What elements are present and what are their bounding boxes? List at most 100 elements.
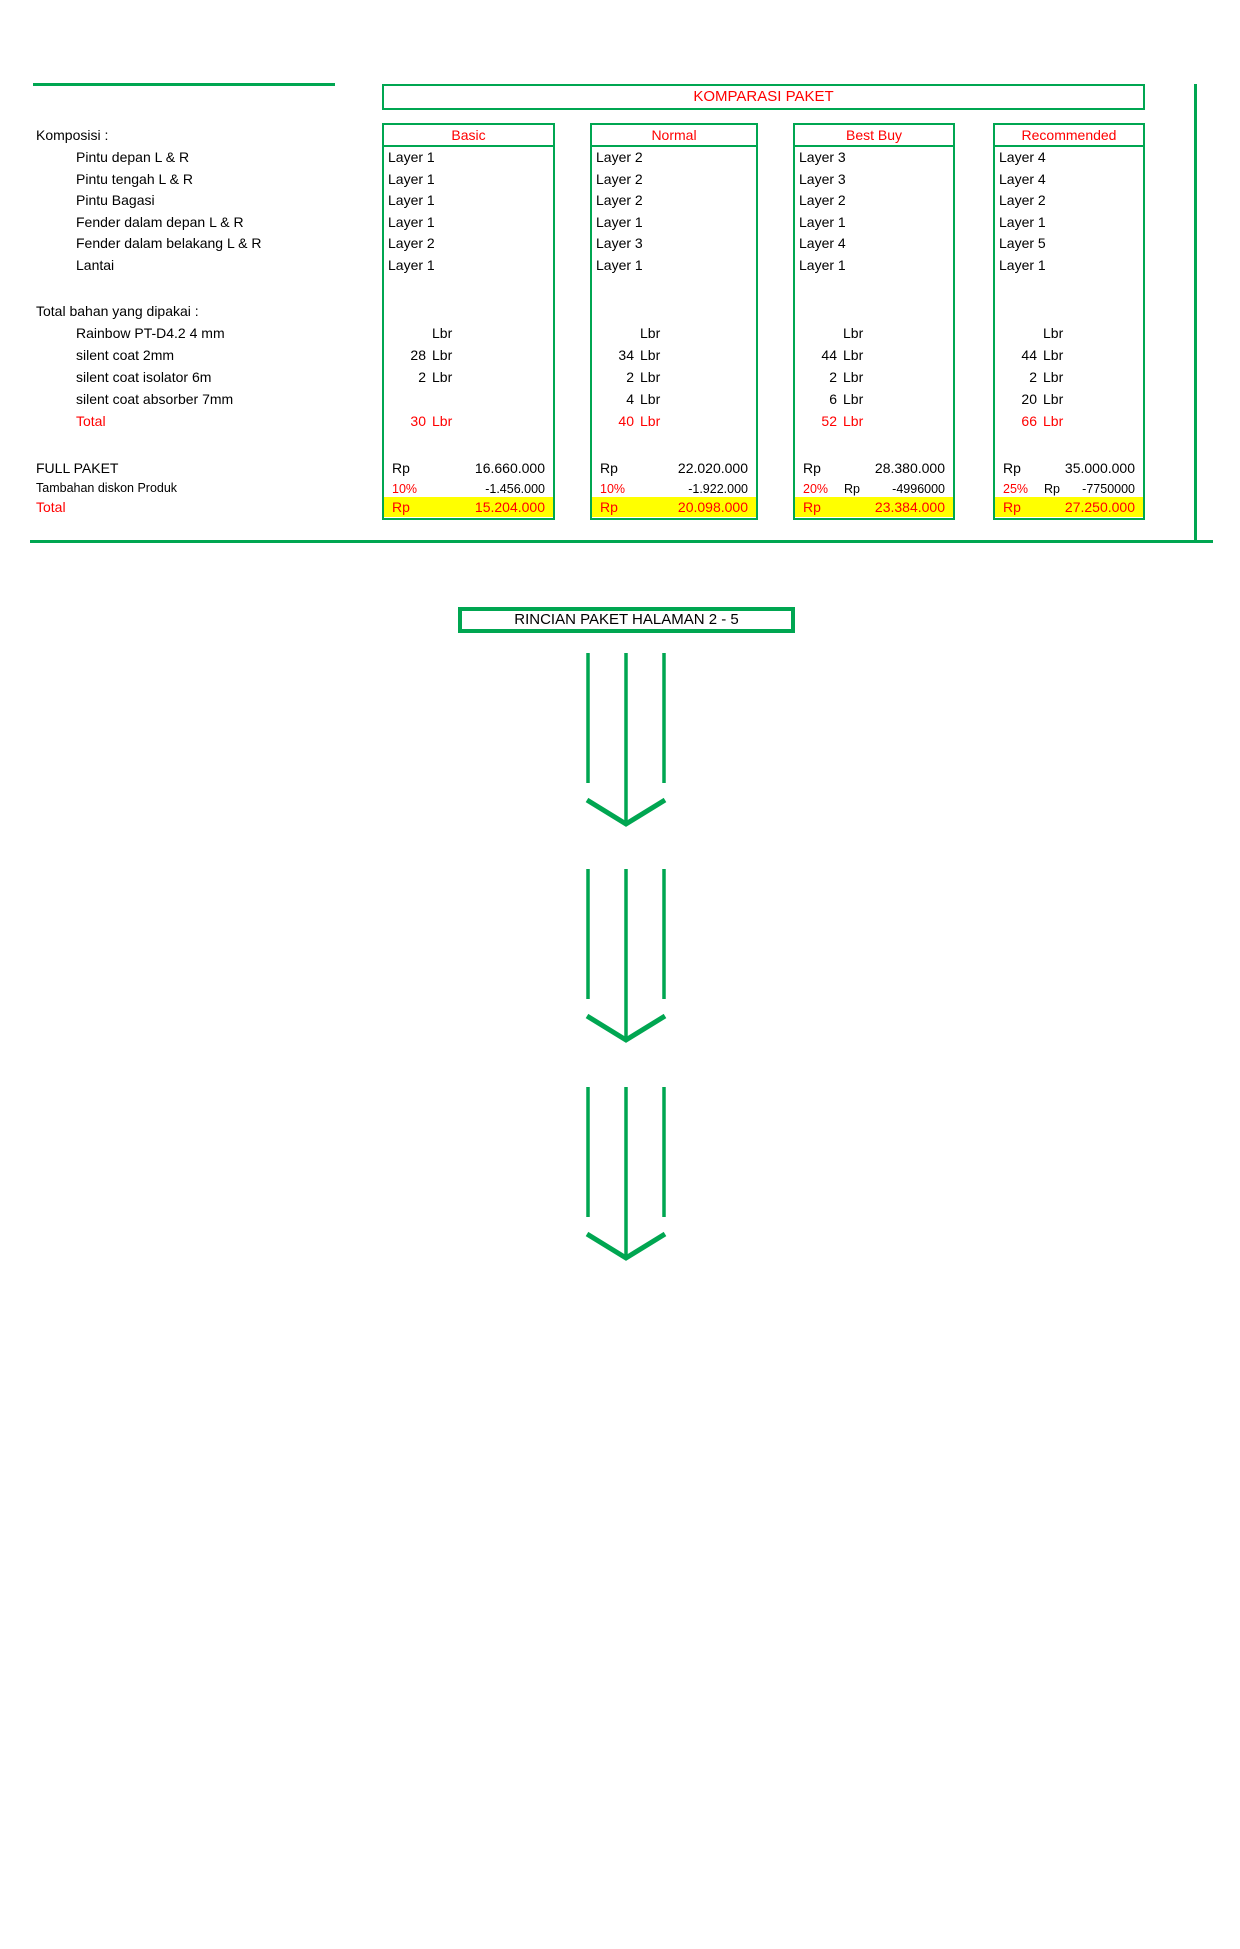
material-qty-row: Lbr (384, 322, 553, 344)
komposisi-row-label: Pintu tengah L & R (76, 171, 194, 187)
material-total-row: 52 Lbr (795, 410, 953, 432)
layer-cell: Layer 2 (999, 192, 1046, 209)
package-header: Recommended (995, 125, 1143, 147)
layer-list: Layer 1 Layer 1 Layer 1 Layer 1 Layer 2 … (384, 147, 553, 277)
material-total-qty: 66 (1021, 413, 1037, 429)
layer-cell: Layer 4 (799, 235, 846, 252)
material-unit: Lbr (640, 391, 661, 407)
discount-percent: 10% (392, 482, 418, 496)
layer-cell: Layer 1 (388, 149, 435, 165)
material-total-unit: Lbr (843, 413, 864, 429)
package-total-row: Rp 20.098.000 (592, 497, 756, 517)
discount-row: 25%Rp-7750000 (995, 479, 1143, 499)
material-qty-row: 44 Lbr (795, 344, 953, 366)
material-qty: 44 (821, 347, 837, 363)
material-qty-row: Lbr (592, 322, 756, 344)
price-amount: 16.660.000 (474, 460, 545, 476)
material-total-qty: 52 (821, 413, 837, 429)
package-header: Normal (592, 125, 756, 147)
price-row: Rp 22.020.000 (592, 457, 756, 479)
material-unit: Lbr (1043, 391, 1064, 407)
currency: Rp (600, 460, 618, 476)
down-arrow-icon (585, 869, 667, 1043)
price-amount: 28.380.000 (874, 460, 945, 476)
package-column-best-buy: Best Buy Layer 3 Layer 3 Layer 2 Layer 1… (793, 123, 955, 520)
material-unit: Lbr (843, 391, 864, 407)
rincian-banner: RINCIAN PAKET HALAMAN 2 - 5 (458, 607, 795, 633)
material-total-qty: 30 (410, 413, 426, 429)
layer-cell: Layer 5 (999, 235, 1046, 252)
full-paket-label: FULL PAKET (36, 460, 119, 476)
bahan-row-label: Rainbow PT-D4.2 4 mm (76, 325, 225, 341)
package-name: Normal (651, 127, 697, 143)
layer-cell: Layer 2 (596, 149, 643, 165)
total-currency: Rp (600, 499, 618, 515)
material-unit: Lbr (1043, 347, 1064, 363)
currency: Rp (803, 460, 821, 476)
material-qty: 4 (626, 391, 634, 407)
bahan-row-label: silent coat absorber 7mm (76, 391, 234, 407)
total-amount: 23.384.000 (874, 499, 945, 515)
total-amount: 27.250.000 (1064, 499, 1135, 515)
layer-cell: Layer 1 (799, 256, 846, 273)
layer-cell: Layer 1 (799, 213, 846, 230)
material-unit: Lbr (843, 347, 864, 363)
layer-list: Layer 4 Layer 4 Layer 2 Layer 1 Layer 5 … (995, 147, 1143, 277)
komposisi-row-label: Fender dalam belakang L & R (76, 235, 262, 251)
layer-list: Layer 3 Layer 3 Layer 2 Layer 1 Layer 4 … (795, 147, 953, 277)
price-amount: 22.020.000 (677, 460, 748, 476)
layer-cell: Layer 1 (596, 256, 643, 273)
komposisi-row-label: Pintu depan L & R (76, 149, 190, 165)
package-column-normal: Normal Layer 2 Layer 2 Layer 2 Layer 1 L… (590, 123, 758, 520)
material-qty: 28 (410, 347, 426, 363)
material-unit: Lbr (843, 325, 864, 341)
total-currency: Rp (803, 499, 821, 515)
top-left-rule (33, 83, 335, 86)
layer-cell: Layer 1 (388, 256, 435, 273)
total-amount: 20.098.000 (677, 499, 748, 515)
material-qty: 2 (829, 369, 837, 385)
discount-amount: -4996000 (892, 482, 945, 496)
bahan-total-label: Total (76, 413, 106, 429)
material-unit: Lbr (640, 347, 661, 363)
material-unit: Lbr (432, 347, 453, 363)
discount-amount: -7750000 (1082, 482, 1135, 496)
down-arrow-icon (585, 653, 667, 827)
rincian-label: RINCIAN PAKET HALAMAN 2 - 5 (514, 611, 739, 628)
material-unit: Lbr (1043, 369, 1064, 385)
package-header: Basic (384, 125, 553, 147)
komposisi-heading: Komposisi : (36, 127, 109, 143)
right-border-rule (1194, 84, 1197, 543)
discount-amount: -1.922.000 (688, 482, 748, 496)
material-qty: 34 (618, 347, 634, 363)
discount-currency: Rp (1044, 482, 1061, 496)
material-qty-row: Lbr (995, 322, 1143, 344)
discount-percent: 20% (803, 482, 829, 496)
komposisi-row-label: Pintu Bagasi (76, 192, 155, 208)
material-unit: Lbr (1043, 325, 1064, 341)
material-qty-row (384, 388, 553, 410)
layer-cell: Layer 4 (999, 149, 1046, 165)
price-row: Rp 28.380.000 (795, 457, 953, 479)
layer-cell: Layer 1 (999, 256, 1046, 273)
package-name: Best Buy (845, 127, 903, 143)
comparison-title-box: KOMPARASI PAKET (382, 84, 1145, 110)
total-currency: Rp (1003, 499, 1021, 515)
material-unit: Lbr (640, 369, 661, 385)
currency: Rp (392, 460, 410, 476)
layer-cell: Layer 1 (388, 213, 435, 230)
material-qty: 2 (418, 369, 426, 385)
material-total-unit: Lbr (640, 413, 661, 429)
discount-row: 10% -1.456.000 (384, 479, 553, 499)
material-qty: 6 (829, 391, 837, 407)
material-qty-row: 4 Lbr (592, 388, 756, 410)
discount-row: 10%-1.922.000 (592, 479, 756, 499)
currency: Rp (1003, 460, 1021, 476)
discount-amount: -1.456.000 (485, 482, 545, 496)
material-unit: Lbr (640, 325, 661, 341)
